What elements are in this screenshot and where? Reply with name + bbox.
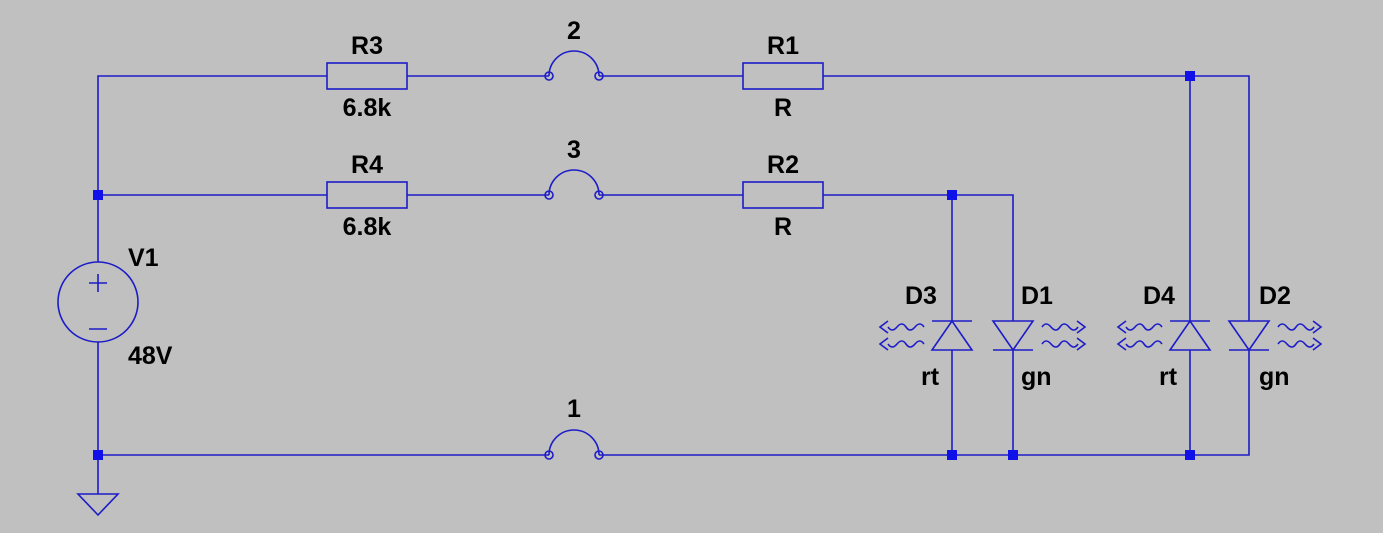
resistor-r2[interactable] (742, 181, 824, 209)
r3-name-label: R3 (351, 32, 383, 60)
led-d3[interactable] (878, 319, 974, 351)
labels: R3 6.8k R1 R R4 6.8k R2 R 2 3 1 V1 48V D… (128, 17, 1291, 423)
resistor-r4[interactable] (326, 181, 408, 209)
junction-dot (947, 190, 957, 200)
v1-name-label: V1 (128, 244, 159, 272)
d1-name-label: D1 (1021, 282, 1053, 310)
d4-name-label: D4 (1143, 282, 1175, 310)
r4-value-label: 6.8k (343, 213, 392, 241)
connector-2[interactable] (544, 50, 604, 81)
led-d4[interactable] (1116, 319, 1212, 351)
junction-dot (1185, 450, 1195, 460)
junctions (93, 71, 1195, 460)
d2-value-label: gn (1259, 363, 1290, 391)
light-emission-icon (1116, 320, 1163, 351)
r2-value-label: R (774, 213, 792, 241)
connector-3[interactable] (544, 169, 604, 200)
junction-dot (1185, 71, 1195, 81)
resistor-r1[interactable] (742, 62, 824, 90)
r4-name-label: R4 (351, 151, 383, 179)
ground-icon (76, 493, 120, 517)
r1-value-label: R (774, 94, 792, 122)
junction-dot (93, 450, 103, 460)
junction-dot (1008, 450, 1018, 460)
connector-1-label: 1 (567, 395, 581, 423)
junction-dot (947, 450, 957, 460)
voltage-source-v1[interactable] (57, 261, 139, 343)
wire-bottom-right (599, 350, 1250, 456)
wire-r1-to-right (823, 75, 1250, 321)
light-emission-icon (1277, 320, 1323, 351)
d1-value-label: gn (1021, 363, 1052, 391)
v1-value-label: 48V (128, 342, 173, 370)
r3-value-label: 6.8k (343, 94, 392, 122)
connector-1[interactable] (544, 429, 604, 460)
r1-name-label: R1 (767, 32, 799, 60)
wire-top-left (97, 75, 327, 195)
connector-3-label: 3 (567, 136, 581, 164)
connector-2-label: 2 (567, 17, 581, 45)
d3-value-label: rt (921, 363, 940, 391)
resistor-r3[interactable] (326, 62, 408, 90)
r2-name-label: R2 (767, 151, 799, 179)
light-emission-icon (878, 320, 925, 351)
d3-name-label: D3 (905, 282, 937, 310)
led-d1[interactable] (991, 320, 1087, 352)
wires (97, 75, 1250, 494)
d4-value-label: rt (1159, 363, 1178, 391)
junction-dot (93, 190, 103, 200)
d2-name-label: D2 (1259, 282, 1291, 310)
light-emission-icon (1041, 320, 1087, 351)
led-d2[interactable] (1227, 320, 1323, 352)
wire-r2-to-d1 (823, 194, 1014, 321)
